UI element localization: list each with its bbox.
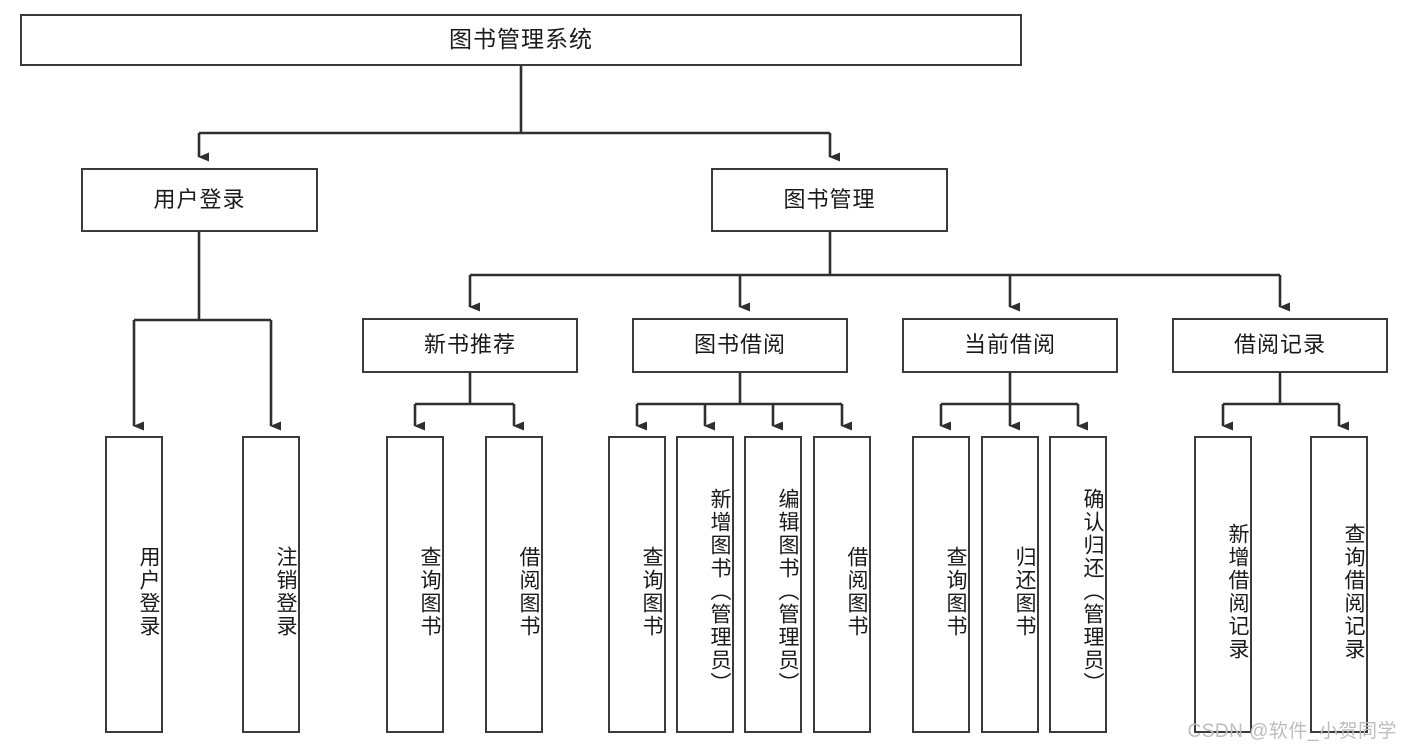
node-book-manage[interactable]: 图书管理 [711, 168, 948, 232]
leaf-borrow-record-0[interactable]: 新增借阅记录 [1194, 436, 1252, 733]
leaf-user-login-0[interactable]: 用户登录 [105, 436, 163, 733]
node-borrow-record[interactable]: 借阅记录 [1172, 318, 1388, 373]
node-new-book-rec[interactable]: 新书推荐 [362, 318, 578, 373]
node-book-borrow[interactable]: 图书借阅 [632, 318, 848, 373]
leaf-current-borrow-2[interactable]: 确认归还（管理员） [1049, 436, 1107, 733]
leaf-current-borrow-0[interactable]: 查询图书 [912, 436, 970, 733]
leaf-book-borrow-2[interactable]: 编辑图书（管理员） [744, 436, 802, 733]
leaf-new-book-rec-0[interactable]: 查询图书 [386, 436, 444, 733]
node-user-login[interactable]: 用户登录 [81, 168, 318, 232]
leaf-book-borrow-3[interactable]: 借阅图书 [813, 436, 871, 733]
leaf-user-login-1[interactable]: 注销登录 [242, 436, 300, 733]
node-current-borrow[interactable]: 当前借阅 [902, 318, 1118, 373]
leaf-new-book-rec-1[interactable]: 借阅图书 [485, 436, 543, 733]
node-root-system[interactable]: 图书管理系统 [20, 14, 1022, 66]
leaf-book-borrow-1[interactable]: 新增图书（管理员） [676, 436, 734, 733]
leaf-current-borrow-1[interactable]: 归还图书 [981, 436, 1039, 733]
leaf-book-borrow-0[interactable]: 查询图书 [608, 436, 666, 733]
leaf-borrow-record-1[interactable]: 查询借阅记录 [1310, 436, 1368, 733]
